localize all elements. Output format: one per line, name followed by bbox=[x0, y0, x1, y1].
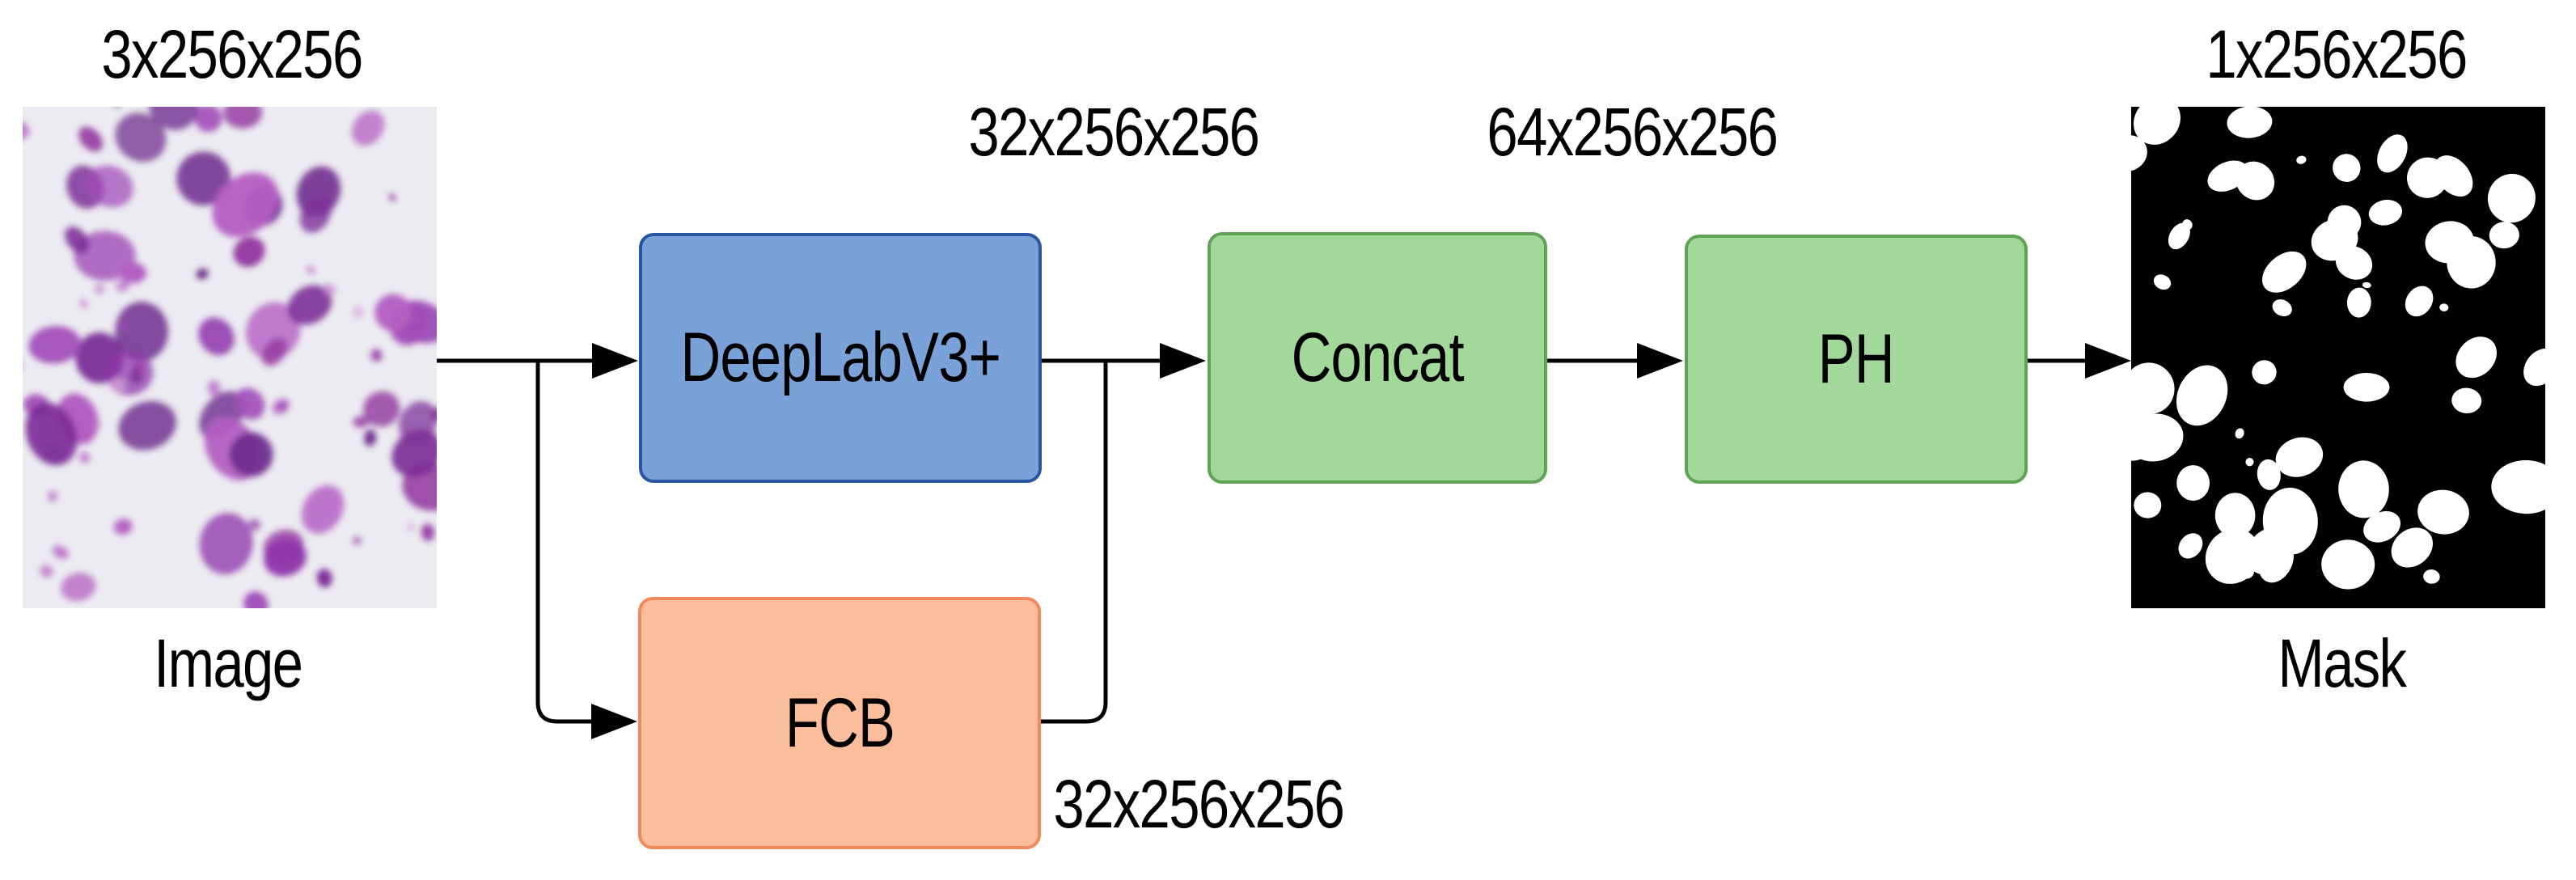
node-ph: PH bbox=[1685, 235, 2028, 484]
arrowhead-into-deeplab bbox=[592, 343, 638, 379]
mask-blobs bbox=[2131, 107, 2545, 590]
deeplab-output-dims-label: 32x256x256 bbox=[968, 94, 1261, 170]
arrowhead-into-concat bbox=[1160, 343, 1206, 379]
node-fcb-label: FCB bbox=[785, 683, 895, 762]
arrowhead-into-mask bbox=[2085, 343, 2131, 379]
cell-blobs bbox=[23, 107, 437, 608]
cell-image-graphic bbox=[23, 107, 437, 608]
node-deeplabv3plus-label: DeepLabV3+ bbox=[680, 319, 1000, 396]
input-dims-label: 3x256x256 bbox=[101, 16, 364, 92]
mask-graphic bbox=[2131, 107, 2545, 608]
output-dims-label: 1x256x256 bbox=[2206, 16, 2468, 92]
fcb-output-dims-label: 32x256x256 bbox=[1053, 766, 1346, 842]
node-ph-label: PH bbox=[1818, 319, 1895, 398]
node-fcb: FCB bbox=[638, 597, 1041, 849]
concat-output-dims-label: 64x256x256 bbox=[1487, 94, 1779, 170]
input-caption: Image bbox=[154, 625, 303, 701]
arrowhead-into-fcb bbox=[591, 704, 637, 739]
node-deeplabv3plus: DeepLabV3+ bbox=[639, 233, 1042, 483]
node-concat-label: Concat bbox=[1291, 319, 1464, 396]
input-image bbox=[23, 107, 437, 608]
output-mask-image bbox=[2131, 107, 2545, 608]
output-caption: Mask bbox=[2277, 625, 2407, 701]
node-concat: Concat bbox=[1208, 232, 1547, 484]
wire-fcb-merge bbox=[1041, 361, 1108, 724]
wire-branch-to-fcb bbox=[535, 361, 591, 724]
arrowhead-into-ph bbox=[1637, 343, 1683, 379]
